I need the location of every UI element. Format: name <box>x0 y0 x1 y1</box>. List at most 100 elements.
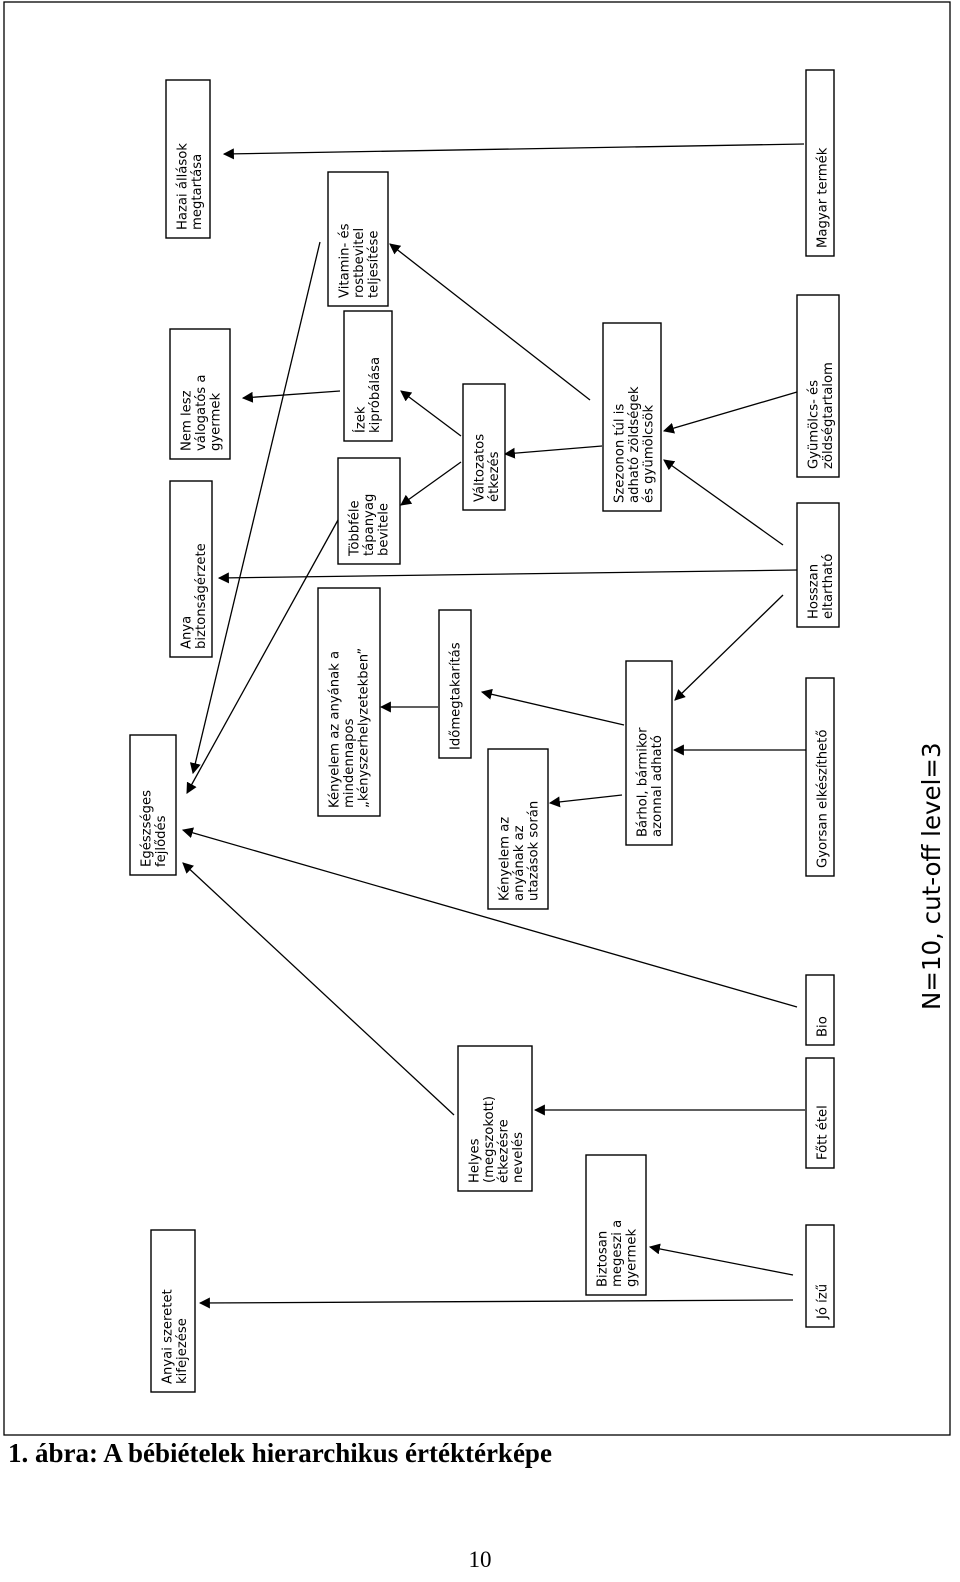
node-box <box>805 1224 835 1328</box>
node-label-line: rostbevitel <box>352 228 367 298</box>
node-label: Időmegtakarítás <box>447 642 463 750</box>
node-label-line: megeszi a <box>610 1220 625 1287</box>
node-box <box>150 1229 196 1393</box>
node-label-line: utazások során <box>525 801 541 901</box>
node-vitamin: Vitamin- ésrostbevitelteljesítése <box>327 171 389 307</box>
node-gyumolcs: Gyümölcs- észöldségtartalom <box>796 294 840 478</box>
edge-barhol-kenyelem2 <box>548 794 623 808</box>
node-label-line: étkezésre <box>495 1119 511 1183</box>
node-label: Főtt étel <box>814 1105 830 1160</box>
node-barhol: Bárhol, bármikorazonnal adható <box>625 660 673 846</box>
node-label: Magyar termék <box>814 147 830 248</box>
node-label-line: Gyümölcs- és <box>805 380 821 469</box>
node-label: Gyorsan elkészíthető <box>814 730 830 868</box>
node-box <box>169 480 213 658</box>
edge-szezonon-valtozatos <box>503 445 603 459</box>
node-label-line: nevelés <box>510 1132 526 1183</box>
node-box <box>805 974 835 1046</box>
edge-vitamin-egeszseges <box>189 241 321 775</box>
node-izek: Ízekkipróbálása <box>343 310 393 442</box>
node-tobbfele: Többféletápanyagbevitele <box>337 457 401 565</box>
node-label: Hazai állásokmegtartása <box>174 143 205 230</box>
node-label-line: gyermek <box>208 393 223 451</box>
node-label-line: megtartása <box>189 154 205 230</box>
edge-hosszan-biztonsag <box>217 569 798 584</box>
node-kenyelem1: Kényelem az anyának amindennapos„kénysze… <box>317 587 381 817</box>
edge-hosszan-barhol <box>674 594 784 701</box>
edge-bio-egeszseges <box>181 827 798 1008</box>
node-label-line: anyának az <box>511 825 527 901</box>
node-idomeg: Időmegtakarítás <box>438 609 472 759</box>
node-label-line: és gyümölcsök <box>640 405 656 503</box>
node-label: Anyai szeretetkifejezése <box>160 1289 190 1384</box>
node-box <box>343 310 393 442</box>
node-label-line: Többféle <box>346 500 362 557</box>
node-box <box>487 748 549 910</box>
edge-magyar-hazai <box>222 143 805 160</box>
edge-gyumolcs-szezonon <box>662 391 798 434</box>
node-label: Anyabiztonságérzete <box>179 543 209 649</box>
edge-hosszan-szezonon <box>663 459 784 546</box>
node-label-line: Változatos <box>471 434 487 502</box>
node-label: Szezonon túl isadható zöldségekés gyümöl… <box>611 386 656 503</box>
node-label-line: zöldségtartalom <box>820 362 836 469</box>
node-label: Változatosétkezés <box>471 434 502 502</box>
node-bio: Bio <box>805 974 835 1046</box>
node-label-line: teljesítése <box>365 230 381 298</box>
node-label: Többféletápanyagbevitele <box>346 494 391 557</box>
node-gyorsan: Gyorsan elkészíthető <box>805 677 835 877</box>
node-label-line: Magyar termék <box>814 147 830 248</box>
node-box <box>796 502 840 628</box>
edge-barhol-idomeg <box>480 688 625 726</box>
node-label-line: fejlődés <box>153 815 169 867</box>
nodes: Hazai állásokmegtartása Magyar termékNem … <box>129 69 840 1393</box>
node-helyes: Helyes(megszokott)étkezésrenevelés <box>457 1045 533 1192</box>
node-label-line: Időmegtakarítás <box>447 642 463 750</box>
node-magyar: Magyar termék <box>805 69 835 257</box>
node-label-line: Biztosan <box>595 1231 610 1287</box>
sample-note: N=10, cut-off level=3 <box>917 742 946 1010</box>
node-box <box>327 171 389 307</box>
node-label-line: étkezés <box>486 451 502 502</box>
node-label-line: Ízek <box>351 406 368 433</box>
edge-izek-valogatos <box>241 390 341 403</box>
node-label: Biztosanmegeszi agyermek <box>595 1220 639 1287</box>
node-label-line: eltartható <box>820 554 836 619</box>
node-box <box>462 383 506 511</box>
edge-valtozatos-tobbfele <box>400 461 462 506</box>
node-label: Nem leszválogatós agyermek <box>179 375 223 451</box>
node-label: Jó ízű <box>814 1284 830 1320</box>
node-label-line: Egészséges <box>138 790 154 867</box>
node-label-line: (megszokott) <box>482 1096 497 1183</box>
node-box <box>796 294 840 478</box>
node-box <box>585 1154 647 1296</box>
edges <box>181 143 806 1309</box>
node-box <box>317 587 381 817</box>
node-label-line: Anyai szeretet <box>160 1289 175 1384</box>
node-anyai: Anyai szeretetkifejezése <box>150 1229 196 1393</box>
node-label: Helyes(megszokott)étkezésrenevelés <box>467 1096 526 1183</box>
node-label-line: bevitele <box>376 503 391 556</box>
node-box <box>457 1045 533 1192</box>
node-label-line: Gyorsan elkészíthető <box>814 730 830 868</box>
node-label-line: Helyes <box>467 1138 482 1183</box>
node-biztonsag: Anyabiztonságérzete <box>169 480 213 658</box>
edge-jo-biztosan <box>648 1243 794 1276</box>
node-szezonon: Szezonon túl isadható zöldségekés gyümöl… <box>602 322 662 512</box>
edge-szezonon-vitamin <box>389 243 591 401</box>
node-box <box>805 677 835 877</box>
node-label-line: Kényelem az <box>496 817 512 901</box>
node-label-line: Bio <box>815 1016 830 1037</box>
node-label-line: Jó ízű <box>814 1284 830 1320</box>
node-label-line: mindennapos <box>342 718 357 808</box>
edge-jo-anyai <box>198 1297 794 1309</box>
node-label: Egészségesfejlődés <box>138 790 169 867</box>
edge-tobbfele-egeszseges <box>186 519 339 794</box>
diagram-frame <box>3 1 951 1436</box>
node-box <box>625 660 673 846</box>
node-label-line: Vitamin- és <box>336 223 352 298</box>
node-label: Bárhol, bármikorazonnal adható <box>634 727 665 837</box>
node-box <box>337 457 401 565</box>
node-label-line: tápanyag <box>361 494 377 556</box>
